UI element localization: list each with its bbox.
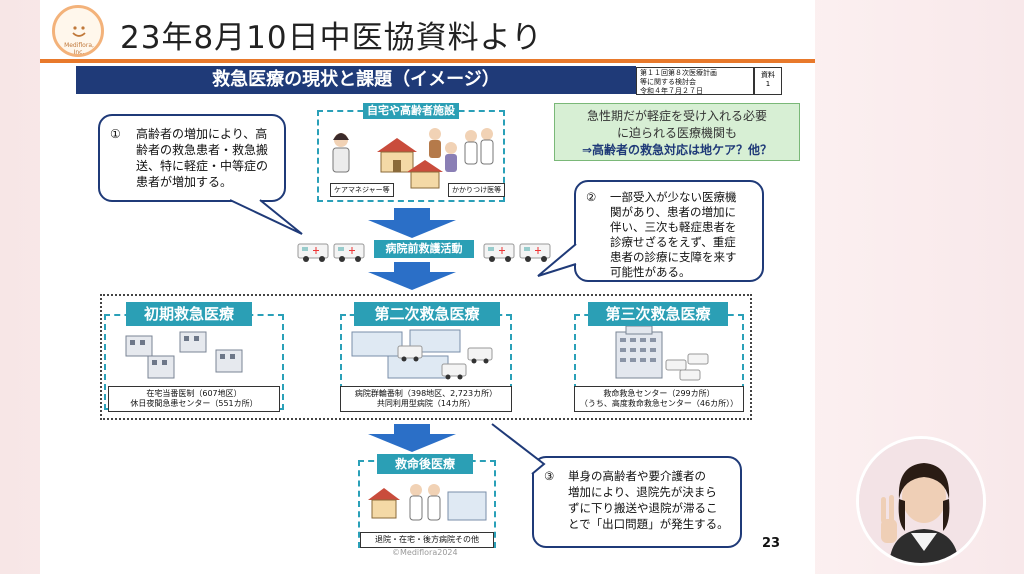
caption-line: （うち、高度救命救急センター（46カ所）） xyxy=(579,399,739,408)
callout-1: ① 高齢者の増加により、高 齢者の救急患者・救急搬 送、特に軽症・中等症の 患者… xyxy=(98,114,286,202)
callout-line: 患者の診療に支障を来す xyxy=(610,250,737,264)
slide: Mediflora, Inc. 23年8月10日中医協資料より 救急医療の現状と… xyxy=(40,0,815,574)
flow-arrow-head xyxy=(368,434,456,452)
flow-arrow-stem xyxy=(394,208,430,220)
note-box: 急性期だが軽症を受け入れる必要 に迫られる医療機関も ⇒高齢者の救急対応は地ケア… xyxy=(554,103,800,161)
ambulance-row xyxy=(297,243,551,262)
callout-2-tail xyxy=(537,243,577,277)
ambulance-icon xyxy=(297,243,329,262)
callout-line: 増加により、退院先が決まら xyxy=(568,485,717,499)
callout-line: とで「出口問題」が発生する。 xyxy=(568,517,729,531)
reference-line: 等に関する検討会 xyxy=(640,78,696,86)
note-line: に迫られる医療機関も xyxy=(616,126,737,140)
callout-line: 送、特に軽症・中等症の xyxy=(136,159,269,173)
header-divider xyxy=(40,59,815,63)
flow-arrow-stem xyxy=(394,262,430,272)
house-icon-1 xyxy=(377,138,417,173)
ambulance-icon xyxy=(665,359,687,371)
doctor-figures xyxy=(464,128,494,165)
reference-number-box: 資料 1 xyxy=(754,67,782,95)
flow-arrow-head xyxy=(368,272,456,290)
callout-3-tail xyxy=(491,423,546,475)
callout-line: 単身の高齢者や要介護者の xyxy=(568,469,706,483)
ambulance-icon xyxy=(483,243,515,262)
callout-line: 関があり、患者の増加に xyxy=(610,205,737,219)
note-line: 急性期だが軽症を受け入れる必要 xyxy=(586,109,767,123)
peace-sign-hand xyxy=(881,495,897,543)
copyright: ©Mediflora2024 xyxy=(392,548,458,557)
callout-line: 診療せざるをえず、重症 xyxy=(610,235,736,249)
reference-number: 1 xyxy=(765,80,771,88)
caption-line: 在宅当番医制（607地区） xyxy=(146,389,242,398)
prehospital-label: 病院前救護活動 xyxy=(374,240,474,258)
clinic-illustration xyxy=(125,331,243,379)
elderly-figures xyxy=(429,128,457,172)
ambulance-icon xyxy=(441,363,467,380)
callout-2: ② 一部受入が少ない医療機 関があり、患者の増加に 伴い、三次も軽症患者を 診療… xyxy=(574,180,764,282)
flow-arrow-stem xyxy=(394,424,430,434)
callout-line: 齢者の救急患者・救急搬 xyxy=(136,143,269,157)
reference-box: 第１１回第８次医療計画 等に関する検討会 令和４年７月２７日 xyxy=(636,67,754,95)
slide-header: Mediflora, Inc. 23年8月10日中医協資料より xyxy=(40,0,815,60)
ambulance-icon xyxy=(397,345,423,362)
tier2-caption: 病院群輪番制（398地区、2,723カ所） 共同利用型病院（14カ所） xyxy=(340,386,512,412)
house-icon xyxy=(368,488,400,519)
smile-icon xyxy=(72,26,86,37)
care-manager-label: ケアマネジャー等 xyxy=(330,183,394,197)
caption-line: 休日夜間急患センター（551カ所） xyxy=(130,399,258,408)
presenter-figure xyxy=(859,439,983,563)
care-manager-figure xyxy=(332,133,350,173)
caption-line: 共同利用型病院（14カ所） xyxy=(376,399,476,408)
family-doctor-label: かかりつけ医等 xyxy=(448,183,506,197)
logo-text: Mediflora, Inc. xyxy=(64,42,94,56)
flow-arrow-head xyxy=(368,220,456,238)
callout-number: ① xyxy=(110,127,121,141)
note-question: ⇒高齢者の救急対応は地ケア？他？ xyxy=(581,143,773,157)
callout-line: 一部受入が少ない医療機 xyxy=(610,190,737,204)
callout-line: ずに下り搬送や退院が滞るこ xyxy=(568,501,718,515)
page-title: 23年8月10日中医協資料より xyxy=(120,20,543,56)
reference-line: 令和４年７月２７日 xyxy=(640,87,703,95)
slide-title: 救急医療の現状と課題（イメージ） xyxy=(76,66,636,94)
callout-line: 高齢者の増加により、高 xyxy=(136,127,268,141)
presenter-video xyxy=(856,436,986,566)
callout-line: 可能性がある。 xyxy=(610,265,691,279)
tier1-caption: 在宅当番医制（607地区） 休日夜間急患センター（551カ所） xyxy=(108,386,280,412)
aftercare-illustration xyxy=(368,484,487,521)
caption-line: 病院群輪番制（398地区、2,723カ所） xyxy=(354,389,498,398)
callout-number: ② xyxy=(586,190,597,204)
ambulance-icon xyxy=(519,243,551,262)
tier3-caption: 救命救急センター（299カ所） （うち、高度救命救急センター（46カ所）） xyxy=(574,386,744,412)
tier1-label: 初期救急医療 xyxy=(126,302,252,326)
page-number: 23 xyxy=(762,536,781,551)
ambulance-icon xyxy=(679,369,701,381)
emergency-center-illustration xyxy=(615,326,709,381)
home-illustration xyxy=(332,128,494,189)
tier3-label: 第三次救急医療 xyxy=(588,302,728,326)
aftercare-caption: 退院・在宅・後方病院その他 xyxy=(360,532,494,548)
reference-line: 第１１回第８次医療計画 xyxy=(640,69,717,77)
house-icon-2 xyxy=(407,160,443,189)
hospital-icon xyxy=(447,491,487,521)
callout-1-tail xyxy=(229,199,303,235)
home-facility-label: 自宅や高齢者施設等 xyxy=(363,103,459,133)
ambulance-icon xyxy=(333,243,365,262)
callout-3: ③ 単身の高齢者や要介護者の 増加により、退院先が決まら ずに下り搬送や退院が滞… xyxy=(532,456,742,548)
ambulance-icon xyxy=(687,353,709,365)
emergency-tiers-container xyxy=(100,294,752,420)
reference-label: 資料 xyxy=(761,71,775,79)
callout-line: 伴い、三次も軽症患者を xyxy=(610,220,737,234)
tier2-label: 第二次救急医療 xyxy=(354,302,500,326)
callout-line: 患者が増加する。 xyxy=(136,175,233,189)
mediflora-logo: Mediflora, Inc. xyxy=(52,5,104,57)
doctor-figures xyxy=(409,484,441,521)
caption-line: 救命救急センター（299カ所） xyxy=(603,389,715,398)
callout-number: ③ xyxy=(544,469,555,483)
hospital-illustration xyxy=(351,329,493,380)
aftercare-label: 救命後医療 xyxy=(377,454,473,474)
ambulance-icon xyxy=(467,347,493,364)
